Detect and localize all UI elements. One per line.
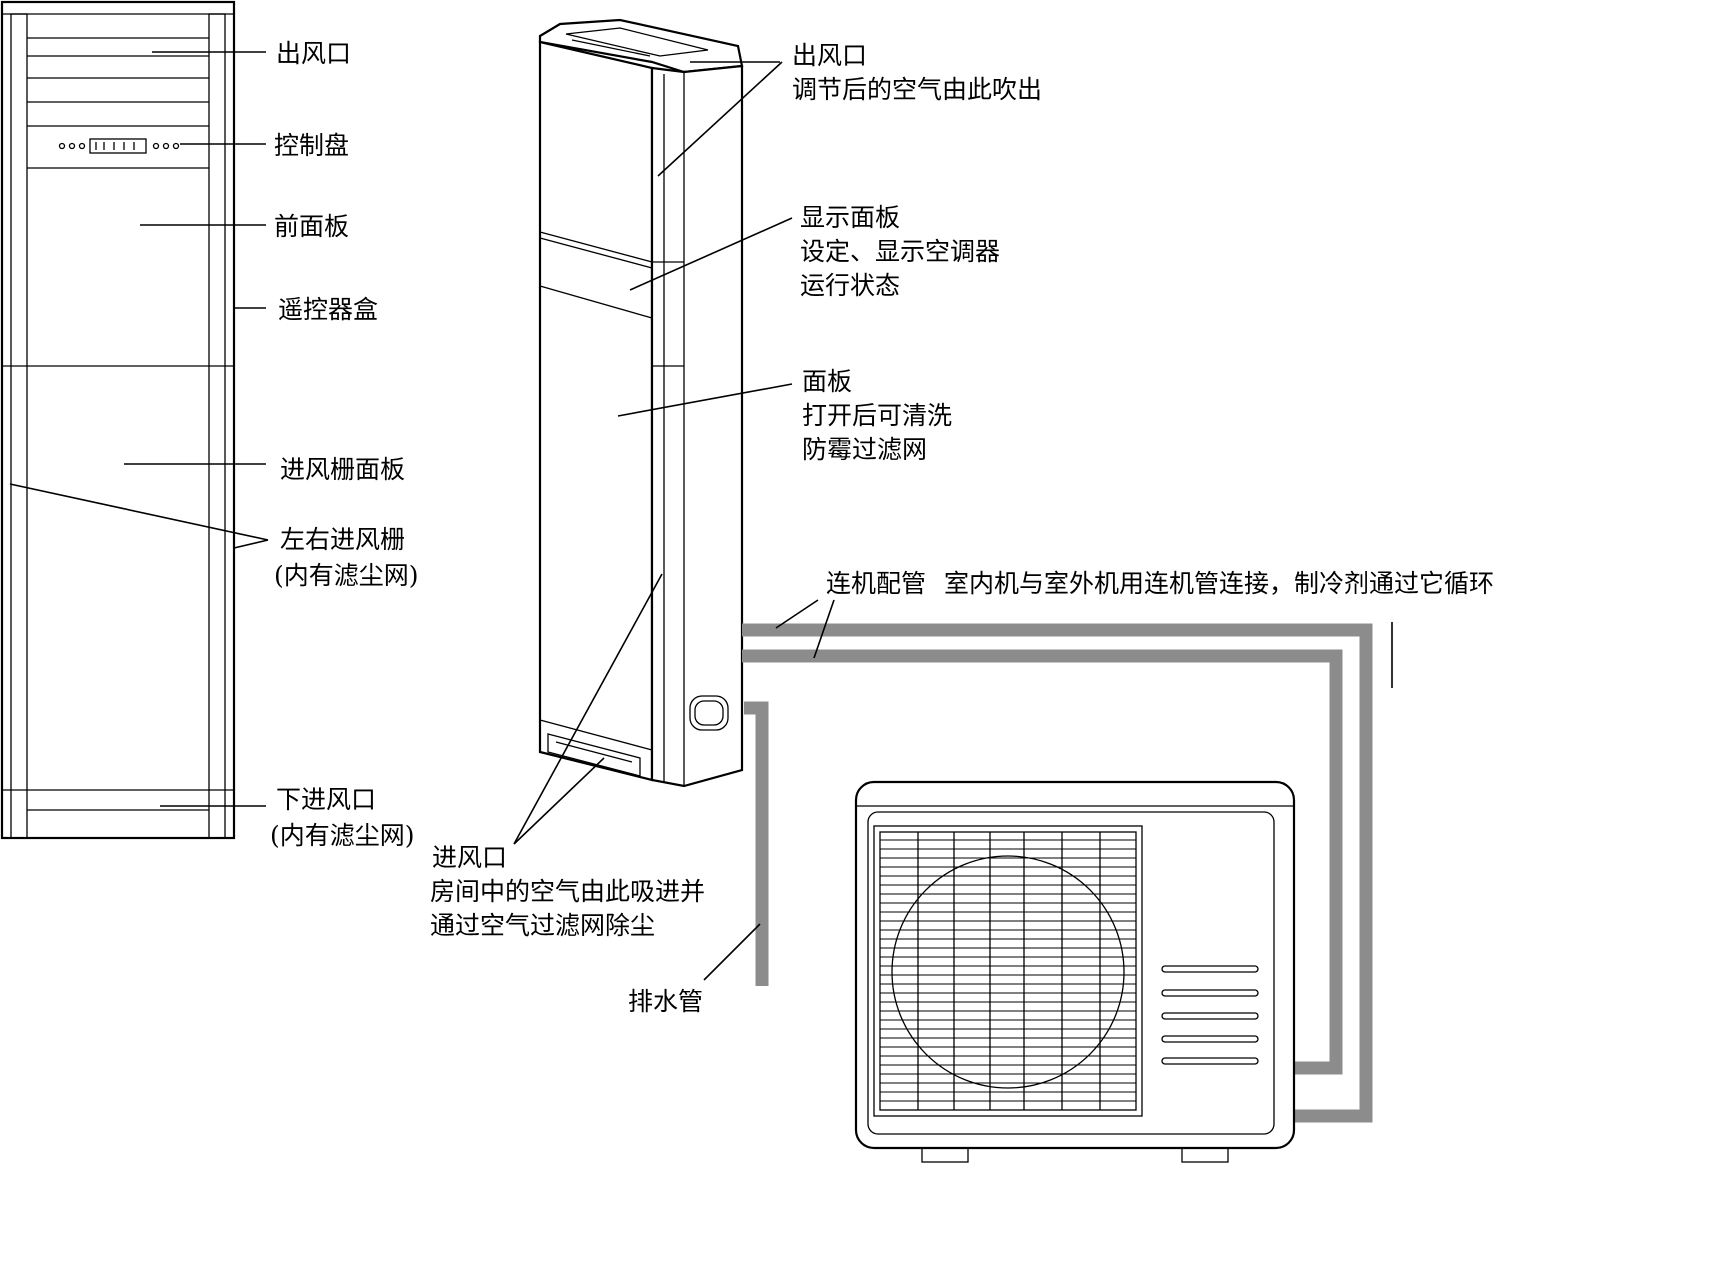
label-panel-desc-2: 防霉过滤网	[802, 435, 927, 464]
label-inlet-title: 进风口	[432, 843, 507, 872]
outdoor-unit-casing	[854, 780, 1296, 1150]
indoor-unit-front-face	[538, 40, 654, 782]
pipe-leaders	[703, 599, 835, 981]
outdoor-unit	[854, 780, 1296, 1163]
label-panel-title: 面板	[802, 367, 852, 396]
display-panel-band-bottom	[539, 285, 653, 319]
label-front-panel: 前面板	[274, 212, 349, 241]
label-connect-title: 连机配管	[826, 569, 926, 598]
label-display-title: 显示面板	[800, 203, 900, 232]
drain-pipe	[744, 701, 769, 986]
indoor-unit-perspective	[538, 18, 744, 788]
label-outlet-title: 出风口	[792, 41, 867, 70]
display-panel-band-top	[539, 231, 653, 263]
label-control-panel: 控制盘	[274, 131, 349, 160]
refrigerant-pipe-inner	[742, 649, 1343, 1075]
label-outlet-desc: 调节后的空气由此吹出	[792, 75, 1042, 104]
indoor-bottom-inlet	[539, 719, 653, 777]
refrigerant-pipe-outer	[742, 623, 1373, 1123]
label-display-desc-2: 运行状态	[800, 271, 900, 300]
label-side-grille: 左右进风栅	[280, 525, 405, 554]
label-connect-desc: 室内机与室外机用连机管连接，制冷剂通过它循环	[944, 569, 1494, 598]
outlet-louvres	[27, 37, 209, 127]
indoor-unit-labels: 出风口 调节后的空气由此吹出 显示面板 设定、显示空调器 运行状态 面板 打开后…	[430, 41, 1042, 940]
label-inlet-grille-panel: 进风栅面板	[280, 455, 405, 484]
label-inlet-desc-2: 通过空气过滤网除尘	[430, 911, 655, 940]
label-remote-box: 遥控器盒	[278, 295, 378, 324]
label-lower-inlet-note: (内有滤尘网)	[270, 821, 415, 850]
label-panel-desc-1: 打开后可清洗	[802, 401, 952, 430]
control-panel-strip	[27, 138, 209, 169]
air-conditioner-diagram: 出风口 控制盘 前面板 遥控器盒 进风栅面板 左右进风栅 (内有滤尘网) 下进风…	[0, 0, 1494, 1163]
label-side-grille-note: (内有滤尘网)	[274, 561, 419, 590]
label-outlet: 出风口	[276, 39, 351, 68]
cabinet-outer-frame	[0, 0, 236, 840]
label-lower-inlet: 下进风口	[276, 785, 376, 814]
left-unit-leaders	[9, 51, 269, 807]
connecting-pipes	[742, 623, 1373, 1123]
label-display-desc-1: 设定、显示空调器	[800, 237, 1000, 266]
left-unit-labels: 出风口 控制盘 前面板 遥控器盒 进风栅面板 左右进风栅 (内有滤尘网) 下进风…	[270, 39, 419, 850]
label-drain: 排水管	[628, 987, 703, 1016]
outdoor-foot-left	[921, 1147, 969, 1163]
label-inlet-desc-1: 房间中的空气由此吸进并	[430, 877, 705, 906]
side-vent-louvres	[1161, 965, 1259, 1065]
fan-circle	[891, 855, 1125, 1089]
fan-grille	[873, 825, 1143, 1117]
fan-grille-bars	[880, 839, 1136, 1102]
indoor-unit-side-face	[650, 64, 744, 788]
indoor-unit-leaders	[513, 61, 793, 845]
side-remote-box	[689, 695, 729, 731]
outdoor-foot-right	[1181, 1147, 1229, 1163]
front-view-cabinet-unit	[0, 0, 236, 840]
